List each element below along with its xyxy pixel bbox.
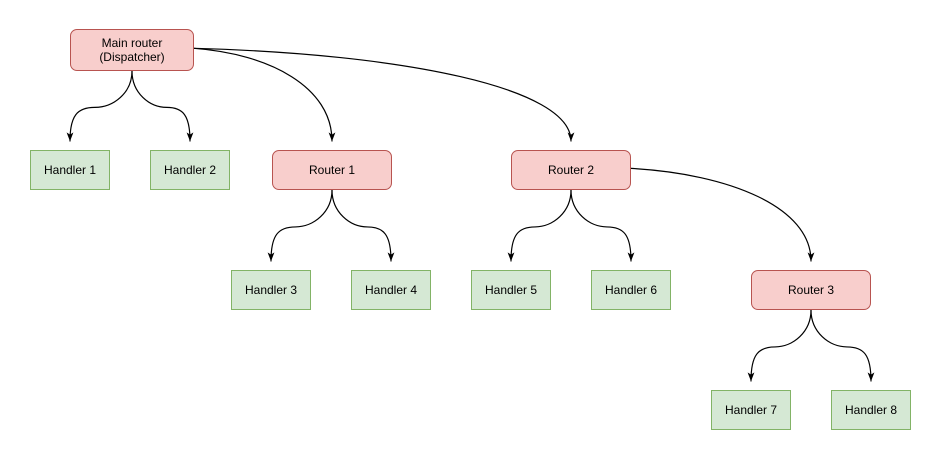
node-main[interactable]: Main router (Dispatcher) (70, 29, 194, 71)
node-label-handler2: Handler 2 (163, 163, 217, 177)
node-label-handler5: Handler 5 (484, 283, 538, 297)
node-handler2[interactable]: Handler 2 (150, 150, 230, 190)
node-label-handler1: Handler 1 (43, 163, 97, 177)
edge-e-r2-h6 (570, 189, 635, 262)
node-handler8[interactable]: Handler 8 (831, 390, 911, 430)
edge-e-r3-h7 (747, 309, 812, 382)
node-label-handler4: Handler 4 (364, 283, 418, 297)
node-handler7[interactable]: Handler 7 (711, 390, 791, 430)
node-label-handler3: Handler 3 (244, 283, 298, 297)
node-label-handler7: Handler 7 (724, 403, 778, 417)
node-handler4[interactable]: Handler 4 (351, 270, 431, 310)
node-router2[interactable]: Router 2 (511, 150, 631, 190)
edge-e-r2-r3 (630, 167, 815, 262)
node-handler5[interactable]: Handler 5 (471, 270, 551, 310)
edge-e-r1-h4 (331, 189, 395, 262)
edge-e-main-r2 (193, 47, 575, 142)
node-handler6[interactable]: Handler 6 (591, 270, 671, 310)
edge-group (66, 47, 875, 382)
node-router1[interactable]: Router 1 (272, 150, 392, 190)
node-label-router1: Router 1 (308, 163, 356, 177)
node-label-router2: Router 2 (547, 163, 595, 177)
node-label-handler8: Handler 8 (844, 403, 898, 417)
node-label-handler6: Handler 6 (604, 283, 658, 297)
edge-e-r2-h5 (507, 189, 572, 262)
node-label-main: Main router (Dispatcher) (99, 36, 165, 64)
edge-e-r3-h8 (810, 309, 875, 382)
edge-e-main-h2 (131, 70, 194, 142)
node-handler1[interactable]: Handler 1 (30, 150, 110, 190)
node-label-router3: Router 3 (787, 283, 835, 297)
edge-e-main-r1 (193, 47, 336, 142)
edge-e-main-h1 (66, 70, 133, 142)
node-handler3[interactable]: Handler 3 (231, 270, 311, 310)
edge-e-r1-h3 (267, 189, 333, 262)
node-router3[interactable]: Router 3 (751, 270, 871, 310)
